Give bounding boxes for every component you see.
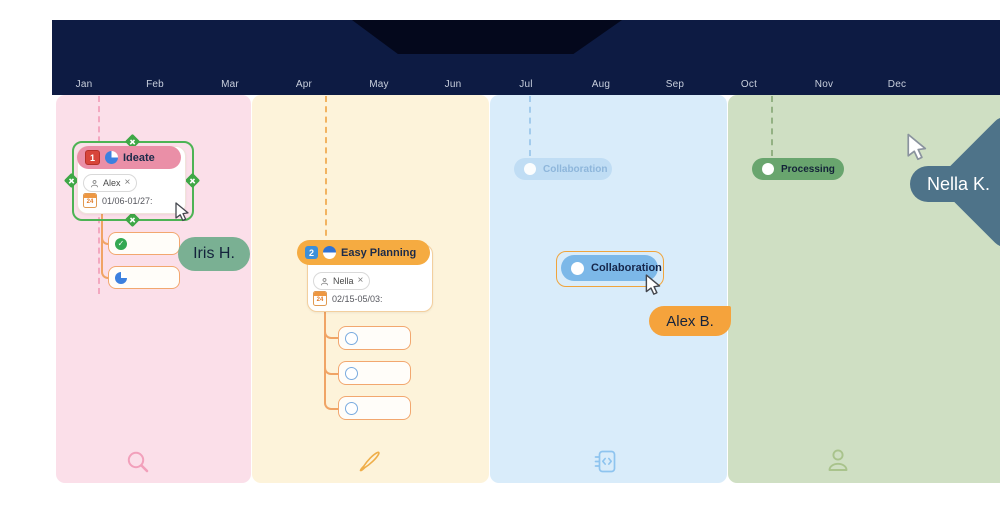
close-icon[interactable]: ×: [357, 275, 364, 286]
easy-planning-card-header[interactable]: 2 Easy Planning: [297, 240, 430, 265]
collaborator-name: Iris H.: [193, 245, 235, 262]
person-icon: [321, 277, 328, 285]
check-icon: ✓: [115, 237, 127, 250]
processing-pill[interactable]: Processing: [752, 158, 844, 180]
priority-badge: 1: [85, 150, 100, 165]
milestone-line: [771, 96, 773, 156]
empty-progress-icon: [762, 163, 774, 175]
month-label: Jun: [444, 79, 462, 90]
empty-progress-icon: [345, 401, 358, 415]
subtask-card[interactable]: [108, 266, 180, 289]
processing-label: Processing: [781, 163, 835, 175]
person-icon: [91, 179, 98, 187]
close-icon[interactable]: ×: [124, 177, 131, 188]
subtask-card[interactable]: [338, 361, 411, 385]
month-label: Jul: [519, 79, 533, 90]
collaboration-pill[interactable]: Collaboration: [561, 255, 662, 281]
easy-planning-title: Easy Planning: [341, 246, 417, 259]
progress-pie-icon: [115, 271, 127, 284]
month-label: Mar: [221, 79, 239, 90]
assignee-name: Alex: [103, 178, 121, 188]
column-q3[interactable]: [490, 95, 727, 483]
month-label: Feb: [146, 79, 164, 90]
milestone-line: [325, 96, 327, 246]
date-range-text: 02/15-05/03:: [332, 293, 383, 304]
date-range-row[interactable]: 24 01/06-01/27:: [83, 193, 153, 208]
collaborator-name: Alex B.: [666, 312, 714, 330]
collaborator-tag-alex: Alex B.: [649, 306, 731, 336]
assignee-tag[interactable]: Alex ×: [83, 174, 138, 192]
collaboration-selection-frame: [556, 251, 664, 287]
month-label: Sep: [665, 79, 685, 90]
ideate-card-header[interactable]: 1 Ideate: [77, 146, 181, 169]
month-label: Jan: [75, 79, 93, 90]
empty-progress-icon: [345, 331, 358, 345]
collaboration-label: Collaboration: [591, 262, 662, 274]
month-label: Dec: [887, 79, 907, 90]
date-range-row[interactable]: 24 02/15-05/03:: [313, 291, 383, 306]
calendar-icon: 24: [83, 193, 97, 208]
empty-progress-icon: [345, 366, 358, 380]
progress-pie-icon: [323, 246, 336, 259]
collaborator-tag-nella: Nella K.: [910, 166, 1000, 202]
month-label: Nov: [814, 79, 834, 90]
subtask-card[interactable]: ✓: [108, 232, 180, 255]
code-notebook-icon[interactable]: [593, 448, 619, 475]
subtask-card[interactable]: [338, 326, 411, 350]
cursor-arrow-icon: [175, 202, 189, 222]
cursor-arrow-icon: [907, 133, 927, 161]
collaboration-ghost-label: Collaboration: [543, 163, 608, 175]
empty-progress-icon: [524, 163, 536, 175]
connector-line: [324, 308, 338, 410]
collaborator-tag-iris: Iris H.: [178, 237, 250, 271]
assignee-name: Nella: [333, 276, 354, 286]
month-label: Aug: [591, 79, 611, 90]
date-range-text: 01/06-01/27:: [102, 195, 153, 206]
ideate-title: Ideate: [123, 151, 155, 164]
empty-progress-icon: [571, 261, 584, 275]
month-label: Oct: [740, 79, 758, 90]
connector-line: [101, 210, 111, 279]
priority-badge: 2: [305, 246, 318, 259]
progress-pie-icon: [105, 151, 118, 164]
calendar-icon: 24: [313, 291, 327, 306]
collaborator-name: Nella K.: [927, 173, 991, 194]
cursor-arrow-icon: [645, 274, 661, 295]
ideate-selection-frame: [63, 133, 201, 228]
search-icon[interactable]: [125, 449, 151, 475]
column-q4[interactable]: [728, 95, 1000, 483]
month-label: May: [369, 79, 389, 90]
subtask-card[interactable]: [338, 396, 411, 420]
month-label: Apr: [295, 79, 313, 90]
milestone-line: [529, 96, 531, 156]
person-icon[interactable]: [824, 446, 852, 475]
collaboration-ghost-pill[interactable]: Collaboration: [514, 158, 612, 180]
title-banner: [352, 20, 622, 54]
assignee-tag[interactable]: Nella ×: [313, 272, 371, 290]
pencil-icon[interactable]: [355, 447, 383, 475]
